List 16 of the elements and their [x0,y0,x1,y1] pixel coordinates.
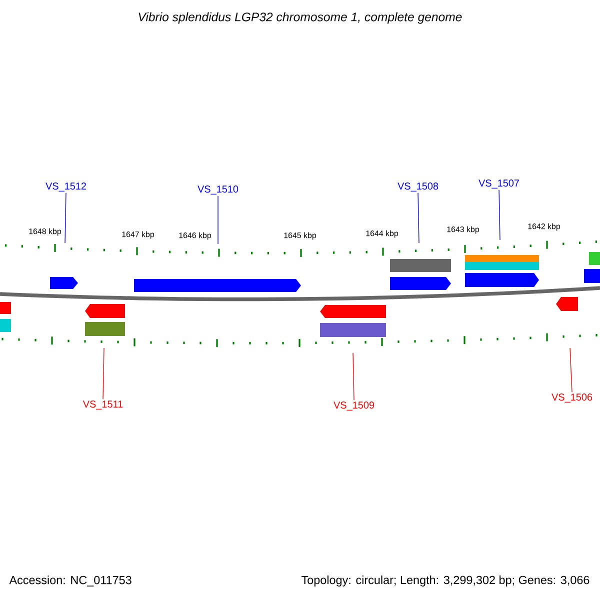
title: Vibrio splendidus LGP32 chromosome 1, complete genome [138,12,462,24]
leader-line [64,192,66,244]
genome-info-text: Topology: circular; Length: 3,299,302 bp; Genes: 3,066 [302,576,590,586]
gene-label: VS_1508 [398,182,438,192]
gene-label: VS_1511 [82,400,123,410]
leader-line [498,190,500,240]
gene-label: VS_1509 [334,402,374,410]
gene-label: VS_1512 [46,182,86,192]
leader-line [418,192,420,244]
gene-label: VS_1507 [478,180,519,188]
leader-line [570,348,572,392]
gene-label: VS_1506 [552,394,592,402]
leader-line [352,352,354,400]
gene-label: VS_1510 [198,186,238,194]
leader-line [102,348,104,400]
accession-text: Accession: NC_011753 [9,576,132,586]
